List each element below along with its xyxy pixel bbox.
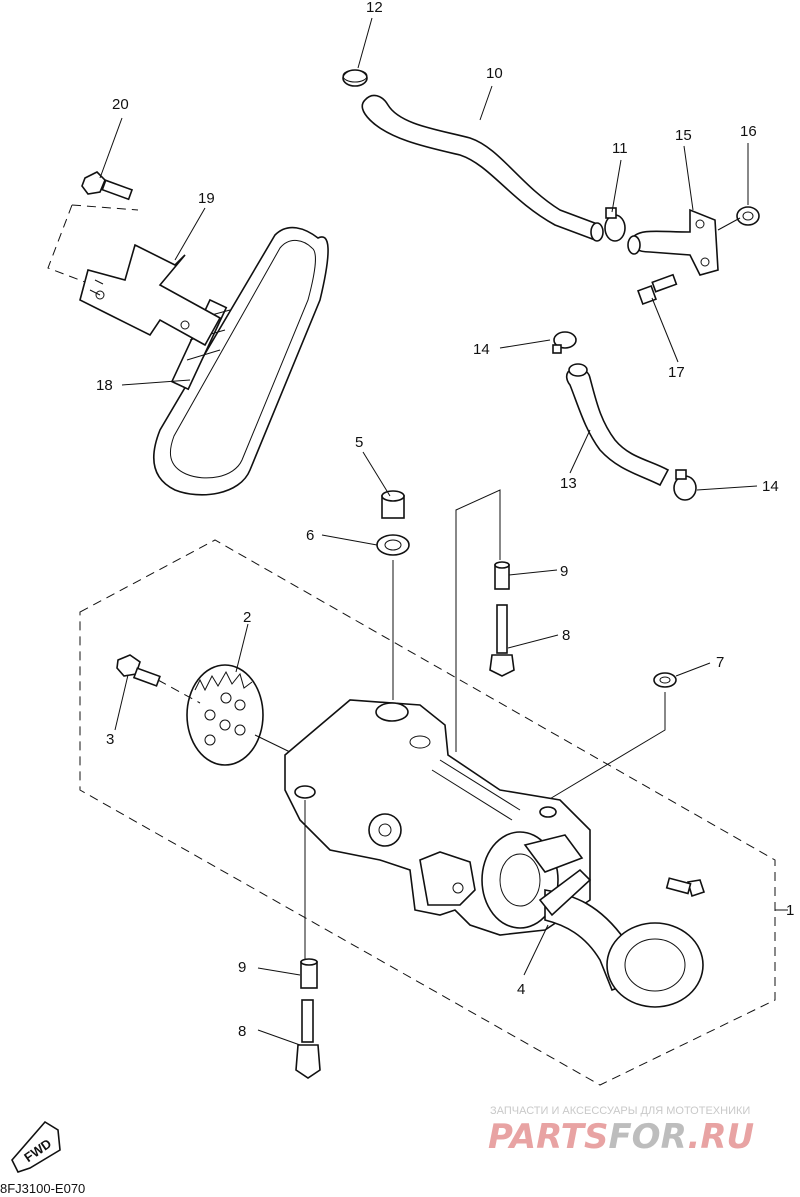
chain-guide — [79, 243, 222, 347]
pump-bolt-lower — [295, 999, 321, 1079]
svg-text:PARTSFOR.RU: PARTSFOR.RU — [488, 1117, 754, 1157]
watermark-logo-ru: .RU — [687, 1117, 754, 1157]
callout-19: 19 — [198, 190, 215, 207]
oil-pump-body — [284, 699, 591, 936]
hose-clamp-14-lower — [673, 469, 697, 501]
callout-15: 15 — [675, 127, 692, 144]
strainer-bolt — [665, 877, 706, 898]
oil-hose-upper — [361, 94, 604, 242]
reference-code: 8FJ3100-E070 — [0, 1181, 85, 1196]
watermark-logo-parts: PARTS — [488, 1117, 608, 1157]
hose-clamp-11 — [604, 207, 626, 242]
callout-4: 4 — [517, 981, 525, 998]
oil-pipe-union — [627, 208, 719, 276]
union-gasket — [736, 206, 760, 226]
dowel-pin-lower — [300, 958, 318, 989]
callout-9-lower: 9 — [238, 959, 246, 976]
guide-bolt — [81, 171, 134, 201]
callout-20: 20 — [112, 96, 129, 113]
callout-7: 7 — [716, 654, 724, 671]
callout-14-upper: 14 — [473, 341, 490, 358]
callout-5: 5 — [355, 434, 363, 451]
oil-pump-assembly-outline — [79, 539, 776, 1086]
watermark-logo-for: FOR — [608, 1117, 687, 1157]
hose-clamp-12 — [342, 69, 368, 87]
oil-hose-lower — [565, 363, 670, 487]
union-bolt — [637, 273, 678, 305]
callout-17: 17 — [668, 364, 685, 381]
watermark: ЗАПЧАСТИ И АКСЕССУАРЫ ДЛЯ МОТОТЕХНИКИ PA… — [488, 1105, 754, 1157]
callout-18: 18 — [96, 377, 113, 394]
sprocket-bolt — [116, 654, 161, 687]
callout-14-lower: 14 — [762, 478, 779, 495]
callout-6: 6 — [306, 527, 314, 544]
callout-11: 11 — [612, 140, 628, 157]
o-ring-7 — [653, 672, 677, 688]
callout-16: 16 — [740, 123, 757, 140]
oil-strainer — [538, 868, 704, 1008]
dowel-pin-upper — [494, 561, 510, 590]
callout-8-lower: 8 — [238, 1023, 246, 1040]
fwd-arrow-icon: FWD — [11, 1120, 61, 1173]
watermark-tagline: ЗАПЧАСТИ И АКСЕССУАРЫ ДЛЯ МОТОТЕХНИКИ — [490, 1105, 750, 1117]
hose-clamp-14-upper — [552, 331, 577, 354]
callout-2: 2 — [243, 609, 251, 626]
pump-bolt-upper — [489, 604, 515, 677]
callout-12: 12 — [366, 0, 383, 16]
oil-pump-sprocket — [186, 664, 264, 766]
callout-8-upper: 8 — [562, 627, 570, 644]
callout-3: 3 — [106, 731, 114, 748]
callout-10: 10 — [486, 65, 503, 82]
o-ring-6 — [376, 534, 410, 556]
cam-chain — [153, 226, 329, 496]
callout-1: 1 — [786, 902, 794, 919]
collar — [381, 490, 405, 519]
callout-13: 13 — [560, 475, 577, 492]
callout-9-upper: 9 — [560, 563, 568, 580]
